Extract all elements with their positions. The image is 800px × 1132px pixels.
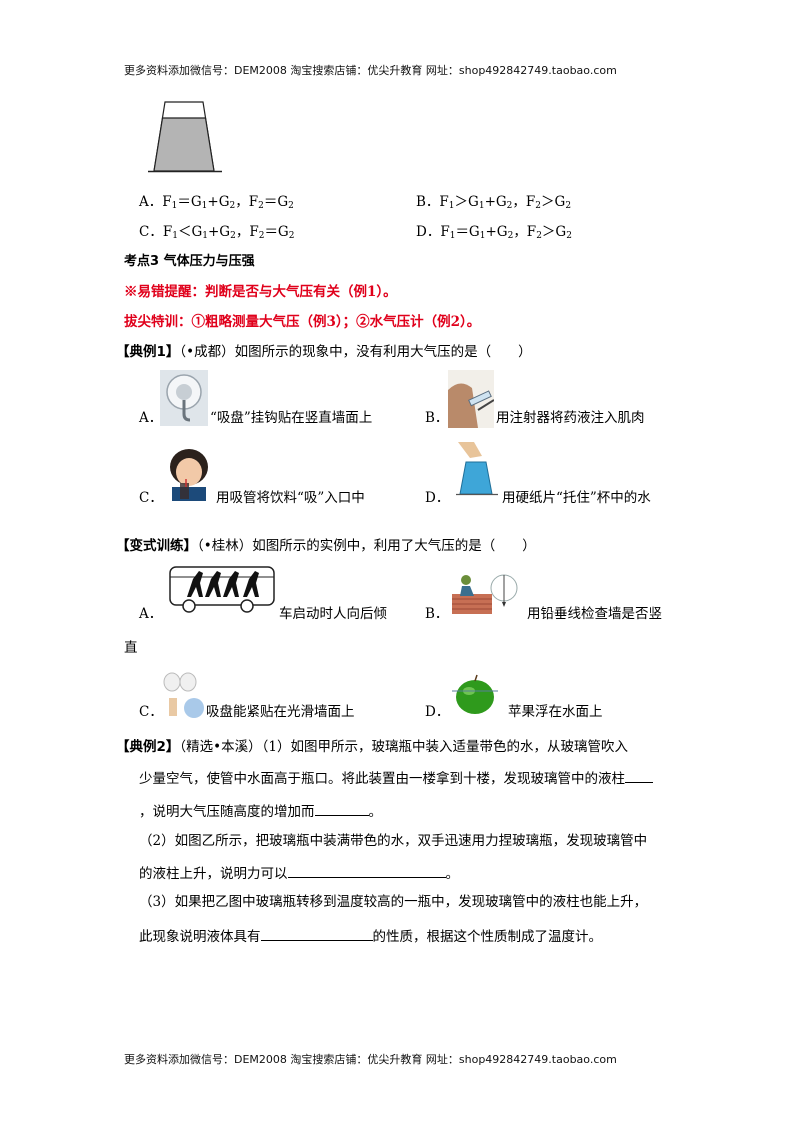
ex1-option-d-letter[interactable]: D． bbox=[425, 490, 450, 506]
answer-blank-4[interactable] bbox=[260, 926, 373, 941]
option-c[interactable]: C．F1＜G1+G2，F2＝G2 bbox=[139, 224, 295, 241]
example-2-part3-line2: 此现象说明液体具有的性质，根据这个性质制成了温度计。 bbox=[139, 926, 602, 946]
example-2-part3-line1: （3）如果把乙图中玻璃瓶转移到温度较高的一瓶中，发现玻璃管中的液柱也能上升， bbox=[139, 894, 648, 910]
example-1-stem: 【典例1】（•成都）如图所示的现象中，没有利用大气压的是（ ） bbox=[116, 344, 532, 360]
ex1-option-b-text: 用注射器将药液注入肌肉 bbox=[496, 410, 645, 426]
var-option-b-text-wrap: 直 bbox=[124, 640, 138, 656]
formula-text: ，F bbox=[513, 224, 537, 240]
formula-text: F bbox=[440, 224, 450, 240]
formula-text: +G bbox=[485, 224, 508, 240]
formula-subscript: 2 bbox=[507, 231, 514, 241]
formula-subscript: 2 bbox=[258, 201, 264, 211]
var-option-a-text: 车启动时人向后倾 bbox=[279, 606, 387, 622]
formula-subscript: 2 bbox=[229, 201, 236, 211]
var-option-c-letter[interactable]: C． bbox=[139, 704, 163, 720]
page-footer: 更多资料添加微信号：DEM2008 淘宝搜索店铺：优尖升教育 网址：shop49… bbox=[124, 1053, 617, 1066]
var-option-d-text: 苹果浮在水面上 bbox=[508, 704, 603, 720]
formula-subscript: 2 bbox=[566, 231, 572, 241]
answer-blank-2[interactable] bbox=[314, 801, 369, 816]
paper-card-cup-image bbox=[452, 440, 500, 502]
example-2-stem-line1: 【典例2】（精选•本溪）（1）如图甲所示，玻璃瓶中装入适量带色的水，从玻璃管吹入 bbox=[116, 739, 628, 755]
formula-text: ＜G bbox=[177, 224, 203, 240]
ex1-option-a-text: “吸盘”挂钩贴在竖直墙面上 bbox=[210, 410, 373, 426]
var-option-b-letter[interactable]: B． bbox=[425, 606, 449, 622]
syringe-image bbox=[448, 370, 494, 428]
formula-text: ＝G bbox=[263, 194, 289, 210]
formula-subscript: 1 bbox=[201, 201, 208, 211]
formula-subscript: 1 bbox=[172, 231, 178, 241]
option-d[interactable]: D．F1＝G1+G2，F2＞G2 bbox=[416, 224, 572, 241]
answer-blank-3[interactable] bbox=[287, 863, 446, 878]
formula-subscript: 2 bbox=[230, 231, 236, 241]
var-option-c-text: 吸盘能紧贴在光滑墙面上 bbox=[206, 704, 355, 720]
var-option-a-letter[interactable]: A． bbox=[139, 606, 163, 622]
page-header: 更多资料添加微信号：DEM2008 淘宝搜索店铺：优尖升教育 网址：shop49… bbox=[124, 64, 617, 77]
formula-text: ，F bbox=[235, 194, 259, 210]
option-b[interactable]: B．F1＞G1+G2，F2＞G2 bbox=[416, 194, 572, 211]
suction-cups-image bbox=[160, 668, 204, 720]
straw-drinking-image bbox=[164, 447, 214, 501]
example-2-part2-line1: （2）如图乙所示，把玻璃瓶中装满带色的水，双手迅速用力捏玻璃瓶，发现玻璃管中 bbox=[139, 833, 648, 849]
var-option-d-letter[interactable]: D． bbox=[425, 704, 450, 720]
formula-subscript: 1 bbox=[171, 201, 178, 211]
formula-text: F bbox=[439, 194, 449, 210]
example-2-part2-line2: 的液柱上升，说明力可以。 bbox=[139, 863, 459, 883]
formula-subscript: 2 bbox=[536, 231, 542, 241]
formula-subscript: 2 bbox=[506, 201, 513, 211]
formula-text: ＞G bbox=[541, 194, 566, 210]
answer-blank-1[interactable] bbox=[625, 768, 653, 783]
suction-hook-image bbox=[160, 370, 208, 426]
ex1-option-a-letter[interactable]: A． bbox=[139, 410, 163, 426]
section-title: 考点3 气体压力与压强 bbox=[124, 254, 255, 269]
formula-subscript: 1 bbox=[202, 231, 208, 241]
var-option-b-text: 用铅垂线检查墙是否竖 bbox=[527, 606, 662, 622]
formula-subscript: 2 bbox=[535, 201, 542, 211]
formula-text: ＝G bbox=[177, 194, 202, 210]
formula-text: F bbox=[162, 224, 173, 240]
variant-training-stem: 【变式训练】（•桂林）如图所示的实例中，利用了大气压的是（ ） bbox=[116, 538, 536, 554]
formula-subscript: 2 bbox=[565, 201, 572, 211]
formula-text: ，F bbox=[512, 194, 536, 210]
example-2-stem-line2: 少量空气，使管中水面高于瓶口。将此装置由一楼拿到十楼，发现玻璃管中的液柱 bbox=[139, 768, 653, 788]
container-figure bbox=[148, 101, 222, 173]
formula-text: ＝G bbox=[455, 224, 480, 240]
ex1-option-d-text: 用硬纸片“托住”杯中的水 bbox=[502, 490, 651, 506]
plumb-line-image bbox=[452, 572, 522, 616]
formula-text: +G bbox=[207, 194, 230, 210]
formula-text: F bbox=[162, 194, 172, 210]
ex1-option-c-text: 用吸管将饮料“吸”入口中 bbox=[216, 490, 365, 506]
formula-text: ，F bbox=[235, 224, 259, 240]
formula-subscript: 1 bbox=[448, 201, 455, 211]
formula-text: ＞G bbox=[541, 224, 567, 240]
formula-subscript: 2 bbox=[288, 231, 295, 241]
example-2-stem-line3: ，说明大气压随高度的增加而。 bbox=[139, 801, 382, 821]
formula-text: ＝G bbox=[264, 224, 289, 240]
ex1-option-b-letter[interactable]: B． bbox=[425, 410, 449, 426]
formula-subscript: 1 bbox=[449, 231, 456, 241]
formula-subscript: 1 bbox=[479, 231, 486, 241]
formula-text: ＞G bbox=[454, 194, 479, 210]
formula-subscript: 2 bbox=[258, 231, 265, 241]
formula-text: +G bbox=[207, 224, 231, 240]
tip-advanced-training: 拔尖特训：①粗略测量大气压（例3）；②水气压计（例2）。 bbox=[124, 314, 481, 330]
tip-common-mistake: ※易错提醒：判断是否与大气压有关（例1）。 bbox=[124, 284, 397, 300]
option-a[interactable]: A．F1＝G1+G2，F2＝G2 bbox=[139, 194, 294, 211]
formula-subscript: 1 bbox=[478, 201, 485, 211]
formula-text: +G bbox=[484, 194, 507, 210]
apple-floating-image bbox=[452, 673, 498, 717]
formula-subscript: 2 bbox=[288, 201, 294, 211]
bus-image bbox=[169, 566, 275, 613]
ex1-option-c-letter[interactable]: C． bbox=[139, 490, 163, 506]
